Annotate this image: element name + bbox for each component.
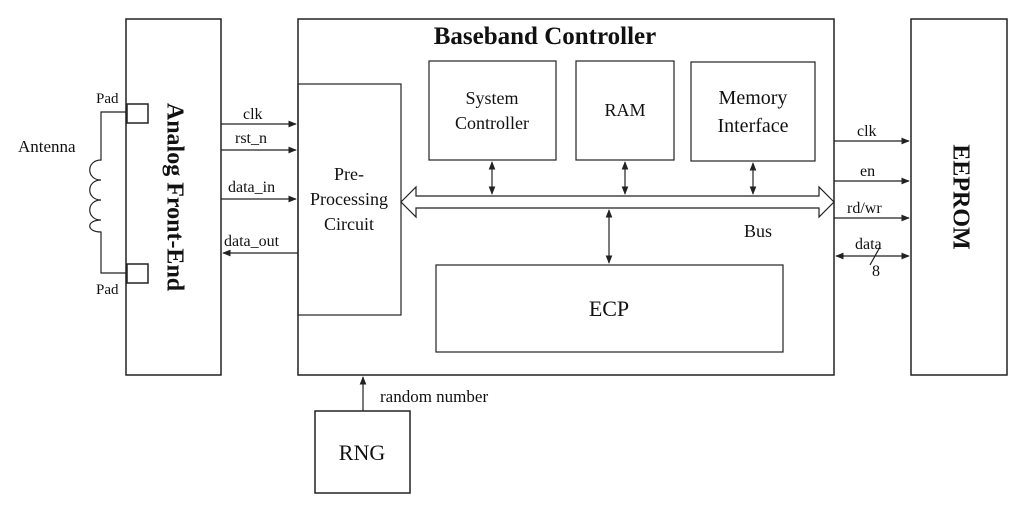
rng-label: RNG: [339, 440, 386, 465]
bus-arrow: [400, 185, 835, 219]
afe-clk-label: clk: [243, 106, 263, 123]
afe-data-in-label: data_in: [228, 179, 275, 196]
rng-block: [314, 410, 411, 494]
pad-top: [126, 103, 149, 124]
memory-interface-line1: Memory: [719, 87, 788, 109]
afe-rst-n-label: rst_n: [235, 130, 267, 147]
random-number-label: random number: [380, 387, 488, 406]
pre-processing-line1: Pre-: [334, 164, 364, 184]
pad-bottom: [126, 263, 149, 284]
eeprom-clk-label: clk: [857, 123, 877, 140]
bus-label: Bus: [744, 221, 772, 241]
analog-front-end-label: Analog Front-End: [161, 103, 187, 292]
pad-top-label: Pad: [96, 91, 119, 107]
eeprom-rd-wr-label: rd/wr: [847, 200, 882, 217]
antenna-label: Antenna: [18, 137, 76, 156]
afe-data-out-label: data_out: [224, 233, 280, 250]
ecp-label: ECP: [589, 296, 629, 321]
eeprom-data-label: data: [855, 236, 882, 253]
ram-block: [575, 60, 675, 161]
system-controller-block: [428, 60, 557, 161]
pad-bottom-label: Pad: [96, 282, 119, 298]
system-controller-line2: Controller: [455, 113, 529, 133]
antenna-coil: [89, 111, 127, 274]
pre-processing-line3: Circuit: [324, 214, 374, 234]
system-controller-line1: System: [465, 88, 518, 108]
eeprom-data-bus-slash: [869, 246, 881, 266]
eeprom-data-width-label: 8: [872, 263, 880, 280]
eeprom-label: EEPROM: [947, 144, 973, 249]
pre-processing-line2: Processing: [310, 189, 388, 209]
eeprom-en-label: en: [860, 163, 875, 180]
baseband-controller-block: [297, 18, 835, 376]
pre-processing-circuit-block: [297, 83, 402, 316]
eeprom-block: [910, 18, 1008, 376]
ecp-block: [435, 264, 784, 353]
memory-interface-block: [690, 61, 816, 162]
baseband-controller-title: Baseband Controller: [434, 23, 656, 50]
memory-interface-line2: Interface: [717, 115, 788, 137]
ram-label: RAM: [604, 100, 645, 120]
analog-front-end-block: [125, 18, 222, 376]
